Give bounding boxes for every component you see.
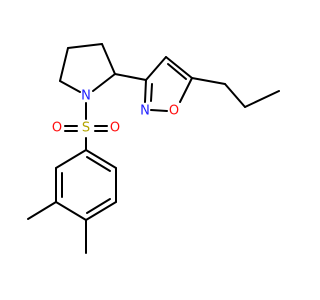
bond-c3-c4 xyxy=(67,43,103,49)
atom-label-n1: N xyxy=(81,89,91,104)
atom-label-s: S xyxy=(82,121,90,136)
methyl-groups xyxy=(27,201,87,254)
atom-label-n2: N xyxy=(140,104,150,119)
sulfonyl-group xyxy=(64,102,108,151)
benzene-ring xyxy=(55,149,117,221)
bond-ar4-ar5 xyxy=(85,201,117,221)
atom-label-o3: O xyxy=(169,104,179,119)
bond-c5-o xyxy=(179,77,193,103)
propyl-chain xyxy=(191,77,280,108)
bond-n-c3-double xyxy=(150,83,153,102)
atom-label-o-right: O xyxy=(110,121,120,136)
bond-c4-c5iso-double xyxy=(167,63,187,80)
bond-c2-c3iso xyxy=(114,73,147,81)
bond-ar-inner-2 xyxy=(86,198,111,214)
bond-c3-c4iso xyxy=(145,56,167,81)
isoxazole-ring xyxy=(114,56,193,112)
bond-methyl-left xyxy=(27,201,57,220)
bond-c4-c5 xyxy=(59,47,69,82)
pyrrolidine-ring xyxy=(59,43,116,93)
bond-propyl-1 xyxy=(191,77,226,85)
bond-c4-c5iso xyxy=(165,56,193,79)
bond-n1-c2 xyxy=(92,73,116,92)
structure-diagram: N S O O N O xyxy=(27,43,280,254)
atom-label-o-left: O xyxy=(52,121,62,136)
bond-n-c3 xyxy=(144,79,147,103)
bond-c5-n1 xyxy=(59,80,81,93)
bond-propyl-2 xyxy=(224,83,246,108)
bond-propyl-3 xyxy=(244,90,280,108)
bond-ar6-ar1 xyxy=(85,149,117,169)
molecule-canvas: N S O O N O xyxy=(27,43,280,254)
bond-ar-inner-3 xyxy=(86,156,111,172)
bond-o-n xyxy=(150,109,168,112)
bond-c2-c3 xyxy=(101,43,116,75)
bond-ar1-ar2 xyxy=(55,149,87,169)
bond-ar3-ar4 xyxy=(55,201,87,221)
